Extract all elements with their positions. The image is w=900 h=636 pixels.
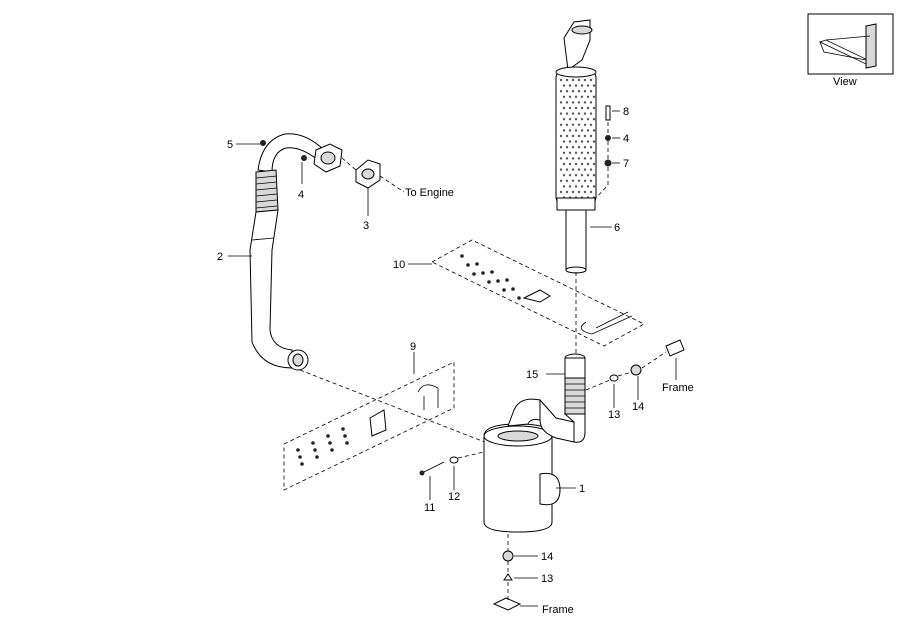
stack-clamp-fasteners <box>595 105 612 199</box>
callout-6: 6 <box>614 222 620 234</box>
clamp-kit-10 <box>431 239 645 347</box>
callout-2: 2 <box>217 251 223 263</box>
callout-4-stack: 4 <box>623 133 629 145</box>
muffler-fasteners-left <box>419 451 485 476</box>
muffler <box>483 398 575 533</box>
view-thumbnail[interactable]: View <box>807 13 894 88</box>
callout-13-bottom: 13 <box>541 573 553 585</box>
exhaust-stack <box>555 19 597 274</box>
callout-9: 9 <box>410 341 416 353</box>
callout-4-flange: 4 <box>298 189 304 201</box>
exhaust-gasket-3 <box>355 159 381 189</box>
exhaust-pipe-2 <box>249 133 325 371</box>
clamp-kit-9 <box>283 361 455 491</box>
callout-7: 7 <box>623 158 629 170</box>
callout-11: 11 <box>424 502 435 514</box>
mounts-right <box>585 339 685 391</box>
exhaust-flange <box>260 140 343 173</box>
callout-1: 1 <box>579 483 585 495</box>
callout-14-bottom: 14 <box>541 551 553 563</box>
frame-note-bottom: Frame <box>542 604 574 616</box>
callout-15: 15 <box>526 369 538 381</box>
callout-10: 10 <box>393 259 405 271</box>
callout-5: 5 <box>227 139 233 151</box>
leader-lines <box>228 110 677 607</box>
frame-note-right: Frame <box>662 382 694 394</box>
to-engine-note: To Engine <box>405 187 454 199</box>
callout-8: 8 <box>623 106 629 118</box>
view-label: View <box>833 76 857 88</box>
flex-pipe-15 <box>563 353 586 443</box>
callout-labels: 1 2 3 4 4 5 6 7 8 9 10 11 12 13 13 14 14… <box>217 106 694 616</box>
callout-13-right: 13 <box>608 409 620 421</box>
callout-14-right: 14 <box>632 401 644 413</box>
mounts-bottom <box>492 534 522 611</box>
callout-3: 3 <box>363 220 369 232</box>
callout-12: 12 <box>448 491 460 503</box>
